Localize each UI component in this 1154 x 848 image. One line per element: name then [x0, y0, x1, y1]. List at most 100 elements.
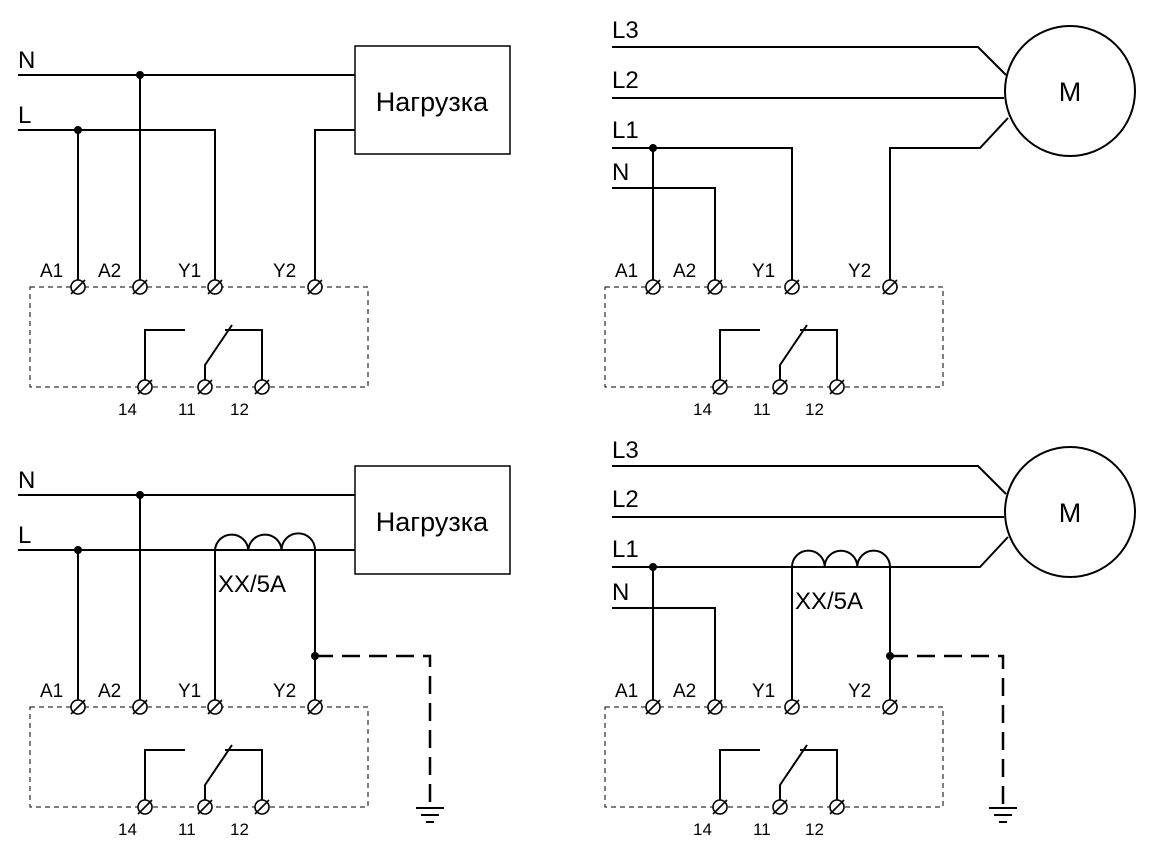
pin-12-label: 12 — [230, 820, 249, 839]
load-box — [354, 45, 511, 155]
pin-12-label: 12 — [805, 400, 824, 419]
pin-11-icon — [772, 799, 788, 815]
terminal-y2-icon — [307, 279, 323, 295]
terminal-a1-label: A1 — [40, 681, 63, 702]
terminal-a1-icon — [70, 699, 86, 715]
pin-14-label: 14 — [693, 400, 712, 419]
transformer-coil-icon — [791, 549, 891, 568]
line-n-label: N — [612, 159, 629, 186]
terminal-y1-label: Y1 — [178, 681, 201, 702]
line-l2-label: L2 — [612, 67, 639, 94]
relay-housing — [29, 286, 369, 388]
terminal-y2-icon — [882, 699, 898, 715]
pin-11-icon — [772, 379, 788, 395]
contact-nc — [719, 749, 760, 803]
terminal-y1-icon — [207, 279, 223, 295]
pin-12-icon — [254, 799, 270, 815]
contact-nc — [144, 749, 185, 803]
terminal-a2-label: A2 — [98, 261, 121, 282]
line-l-label: L — [18, 522, 31, 549]
line-l-label: L — [18, 102, 31, 129]
pin-14-icon — [137, 799, 153, 815]
transformer-label: XX/5A — [795, 588, 863, 615]
contact-common — [779, 324, 808, 383]
diagram-motor-direct: M L3 L2 L1 N A1 A2 Y1 Y2 14 11 12 — [604, 17, 1136, 419]
pin-12-label: 12 — [805, 820, 824, 839]
terminal-a1-label: A1 — [615, 681, 638, 702]
load-box — [354, 465, 511, 575]
terminal-y1-label: Y1 — [752, 681, 775, 702]
diagram-load-transformer: Нагрузка XX/5A N L A1 A2 Y1 Y2 14 11 12 — [18, 465, 511, 839]
pin-11-label: 11 — [178, 400, 196, 419]
transformer-label: XX/5A — [218, 571, 286, 598]
pin-12-label: 12 — [230, 400, 249, 419]
ground-icon — [988, 807, 1018, 823]
terminal-a2-label: A2 — [673, 681, 696, 702]
contact-common — [779, 744, 808, 803]
line-l2-label: L2 — [612, 486, 639, 513]
terminal-y1-icon — [784, 699, 800, 715]
motor-icon — [1004, 25, 1136, 157]
motor-icon — [1004, 446, 1136, 578]
line-l1-label: L1 — [612, 536, 639, 563]
pin-12-icon — [254, 379, 270, 395]
contact-common — [204, 324, 233, 383]
pin-11-label: 11 — [753, 400, 771, 419]
ground-wire — [890, 654, 1005, 808]
line-l3-label: L3 — [612, 437, 639, 464]
contact-common — [204, 744, 233, 803]
terminal-y1-icon — [784, 279, 800, 295]
transformer-coil-icon — [214, 532, 316, 551]
contact-nc — [144, 329, 185, 383]
pin-11-icon — [197, 799, 213, 815]
load-label: Нагрузка — [376, 87, 489, 117]
pin-14-icon — [712, 379, 728, 395]
ground-icon — [415, 807, 445, 823]
terminal-a2-icon — [707, 279, 723, 295]
terminal-y2-icon — [307, 699, 323, 715]
terminal-y2-icon — [882, 279, 898, 295]
terminal-a1-label: A1 — [615, 261, 638, 282]
pin-11-label: 11 — [178, 820, 196, 839]
motor-label: M — [1059, 77, 1082, 107]
contact-nc — [719, 329, 760, 383]
relay-housing — [604, 286, 944, 388]
line-l3-label: L3 — [612, 17, 639, 44]
terminal-y2-label: Y2 — [273, 681, 296, 702]
pin-11-label: 11 — [753, 820, 771, 839]
pin-11-icon — [197, 379, 213, 395]
line-l1-label: L1 — [612, 117, 639, 144]
pin-14-icon — [712, 799, 728, 815]
load-label: Нагрузка — [376, 507, 489, 537]
pin-14-label: 14 — [118, 820, 137, 839]
terminal-y1-label: Y1 — [752, 261, 775, 282]
pin-12-icon — [829, 379, 845, 395]
terminal-y1-label: Y1 — [178, 261, 201, 282]
relay-housing — [29, 706, 369, 808]
terminal-a1-icon — [70, 279, 86, 295]
terminal-y2-label: Y2 — [848, 261, 871, 282]
terminal-a2-icon — [132, 699, 148, 715]
relay-housing — [604, 706, 944, 808]
ground-wire — [315, 654, 432, 808]
pin-14-label: 14 — [118, 400, 137, 419]
contact-no — [800, 749, 838, 803]
contact-no — [225, 749, 263, 803]
motor-label: M — [1059, 498, 1082, 528]
pin-12-icon — [829, 799, 845, 815]
terminal-a2-icon — [132, 279, 148, 295]
line-n-label: N — [18, 47, 35, 74]
terminal-a1-icon — [645, 279, 661, 295]
line-n-label: N — [18, 467, 35, 494]
terminal-a2-label: A2 — [673, 261, 696, 282]
pin-14-icon — [137, 379, 153, 395]
terminal-a1-icon — [645, 699, 661, 715]
diagram-load-direct: Нагрузка N L A1 A2 Y1 Y2 14 11 12 — [18, 45, 511, 419]
terminal-y1-icon — [207, 699, 223, 715]
terminal-a2-label: A2 — [98, 681, 121, 702]
contact-no — [800, 329, 838, 383]
terminal-y2-label: Y2 — [273, 261, 296, 282]
diagram-motor-transformer: M XX/5A L3 L2 L1 N A1 A2 Y1 Y2 14 11 12 — [604, 437, 1136, 839]
contact-no — [225, 329, 263, 383]
